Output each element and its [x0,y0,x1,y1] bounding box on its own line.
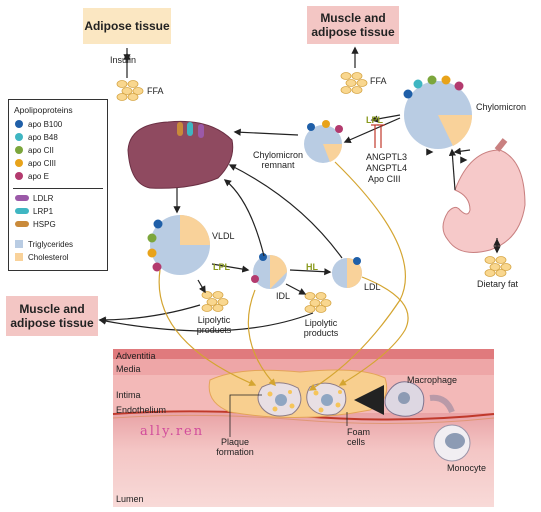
foam-cell-2 [306,382,347,416]
insulin-label: Insulin [110,55,137,65]
legend-swatch [15,146,23,154]
monocyte-to-macrophage-arrow [429,394,455,414]
lipolytic-products-1-label: Lipolytic products [196,315,232,335]
legend-item-label: LDLR [33,194,54,203]
legend-swatch [15,253,23,261]
angptl4-label: ANGPTL4 [366,163,408,173]
legend-item-label: apo CIII [28,159,57,168]
legend-item-label: apo B100 [28,120,63,129]
adventitia-label: Adventitia [116,351,156,361]
legend-item-label: LRP1 [33,207,54,216]
legend-item-label: apo E [28,172,49,181]
legend-item-receptor: HSPG [15,220,56,229]
lipolytic-products-2-label: Lipolytic products [303,318,339,338]
lumen-label: Lumen [116,494,144,504]
pathway-arrows [98,46,501,332]
stomach-shape [442,149,526,253]
legend-item-receptor: LRP1 [15,207,53,216]
lipolytic-cluster-2 [304,292,332,313]
chylomicron-remnant-label: Chylomicron remnant [253,150,304,170]
legend-swatch [15,208,29,214]
legend-swatch [15,195,29,201]
lpl-mid-label: LPL [213,262,230,272]
chylomicron-particle [403,75,473,149]
chylomicron-label: Chylomicron [476,102,527,112]
foam-cells-label: Foam cells [347,427,371,447]
legend-swatch [15,221,29,227]
legend-item-label: Triglycerides [28,240,74,249]
ldl-particle [332,257,362,288]
ldl-label: LDL [364,282,381,292]
legend-item-label: Cholesterol [28,253,69,262]
legend-item-apo: apo B100 [15,120,62,129]
legend-item-label: apo B48 [28,133,58,142]
legend-item-lipid: Cholesterol [15,253,68,262]
legend-item-label: apo CII [28,146,54,155]
ffa-right-label: FFA [370,76,387,86]
media-label: Media [116,364,141,374]
endothelium-label: Endothelium [116,405,167,415]
legend-title: Apolipoproteins [14,105,73,115]
plaque-formation-label: Plaque formation [216,437,254,457]
legend-swatch [15,172,23,180]
lipolytic-cluster-1 [201,291,229,312]
watermark-text: ally.ren [140,424,205,439]
plaque-entry-arrows [158,161,409,391]
intima-label: Intima [116,390,141,400]
legend-divider [13,188,103,189]
ffa-cluster-right [340,72,368,94]
inhibition-lines [371,124,385,148]
liver-shape [127,120,234,189]
chylomicron-remnant-particle [304,120,343,163]
legend-item-apo: apo CIII [15,159,56,168]
dietary-fat-cluster [484,256,512,277]
foam-cell-1 [257,382,302,417]
legend-swatch [15,240,23,248]
legend-swatch [15,120,23,128]
angptl3-label: ANGPTL3 [366,152,408,162]
legend-item-receptor: LDLR [15,194,53,203]
hl-label: HL [306,262,318,272]
macrophage-cell [384,381,425,417]
adipose-tissue-box: Adipose tissue [83,8,171,44]
macrophage-label: Macrophage [407,375,458,385]
legend-item-apo: apo B48 [15,133,58,142]
muscle-adipose-box-left: Muscle and adipose tissue [6,296,98,336]
dietary-fat-label: Dietary fat [477,279,519,289]
idl-label: IDL [276,291,291,301]
legend-item-apo: apo CII [15,146,54,155]
legend-swatch [15,159,23,167]
ffa-cluster-left [116,80,144,101]
apo-ciii-label: Apo CIII [368,174,401,184]
legend-item-apo: apo E [15,172,49,181]
muscle-adipose-box-top: Muscle and adipose tissue [307,6,399,44]
vldl-label: VLDL [212,231,235,241]
lpl-top-label: LPL [366,115,383,125]
legend-swatch [15,133,23,141]
idl-particle [251,253,287,289]
vldl-particle [147,215,210,275]
monocyte-cell [433,424,471,462]
apolipoprotein-legend: Apolipoproteins apo B100 apo B48 apo CII ap… [8,99,108,271]
legend-item-label: HSPG [33,220,56,229]
monocyte-label: Monocyte [447,463,487,473]
legend-item-lipid: Triglycerides [15,240,73,249]
ffa-left-label: FFA [147,86,164,96]
